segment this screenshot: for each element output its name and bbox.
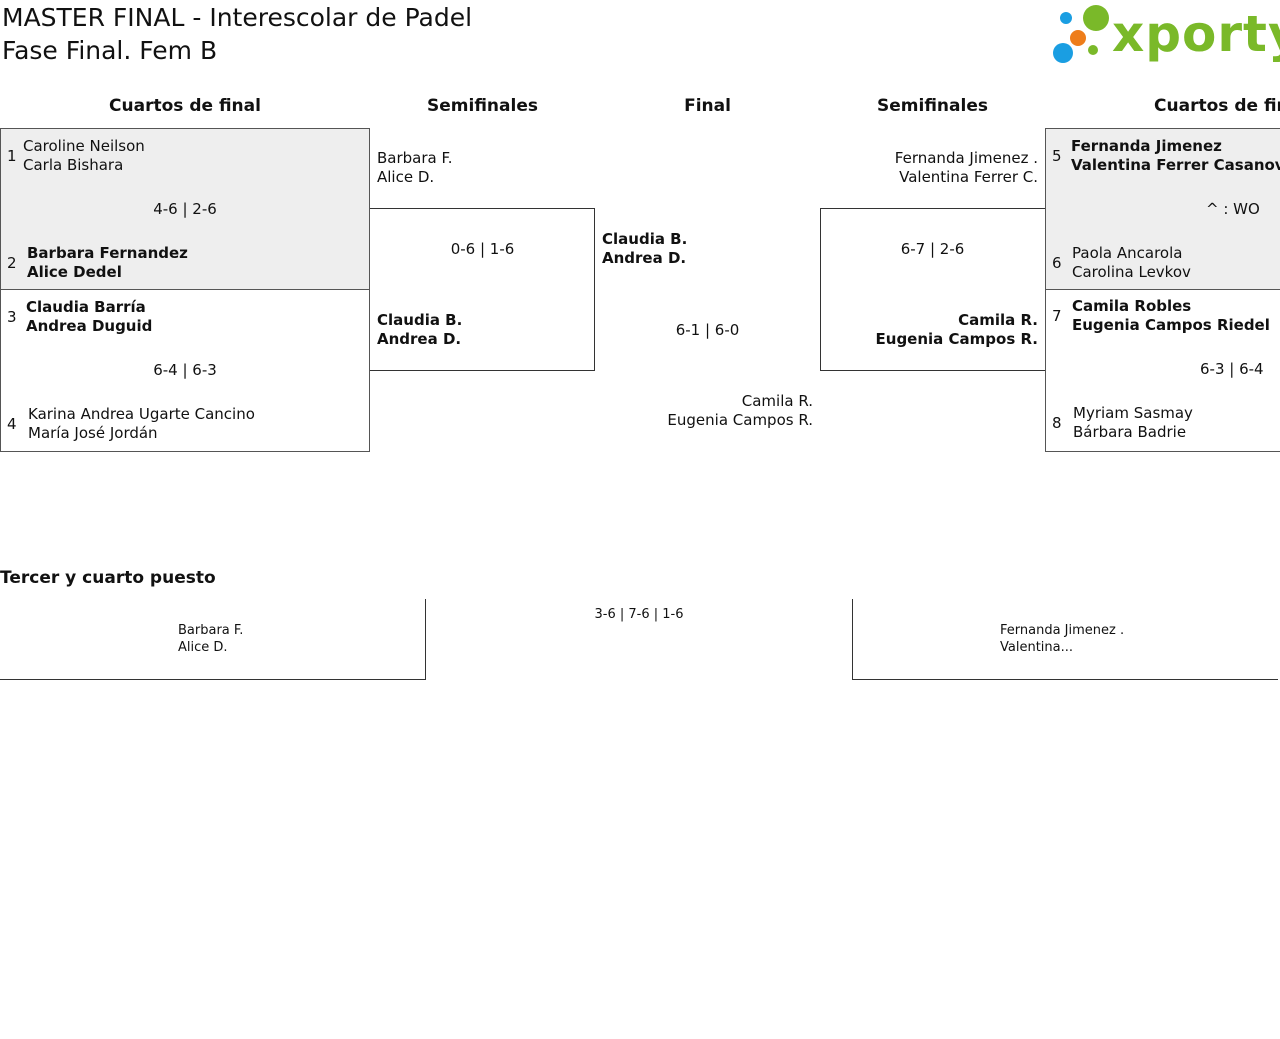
column-header-right-quarterfinals: Cuartos de final — [1154, 96, 1280, 116]
third-place-right-divider — [852, 599, 853, 680]
player-name: Alice D. — [178, 640, 228, 655]
match-left-qf-2[interactable]: 3 Claudia Barría Andrea Duguid 6-4 | 6-3… — [0, 289, 370, 452]
third-place-left-divider — [425, 599, 426, 680]
player-name: Andrea D. — [602, 249, 687, 267]
player-name: Carla Bishara — [23, 156, 124, 174]
player-name: Camila Robles — [1072, 297, 1192, 315]
player-name: Camila R. — [741, 392, 813, 410]
player-name: Paola Ancarola — [1072, 244, 1183, 262]
seed-number: 7 — [1052, 307, 1062, 325]
column-header-right-semifinals: Semifinales — [877, 96, 988, 116]
match-left-qf-1[interactable]: 1 Caroline Neilson Carla Bishara 4-6 | 2… — [0, 128, 370, 290]
seed-number: 1 — [7, 147, 17, 165]
player-name: Bárbara Badrie — [1073, 423, 1187, 441]
player-name: Valentina... — [1000, 640, 1074, 655]
left-sf-score: 0-6 | 1-6 — [450, 240, 515, 258]
player-name: Eugenia Campos R. — [875, 330, 1038, 348]
team-name-winner: Claudia Barría Andrea Duguid — [26, 298, 152, 336]
match-right-qf-2[interactable]: 7 Camila Robles Eugenia Campos Riedel 6-… — [1045, 289, 1280, 452]
player-name: Fernanda Jimenez — [1071, 137, 1222, 155]
player-name: Valentina Ferrer Casanova — [1071, 156, 1280, 174]
player-name: Fernanda Jimenez . — [894, 149, 1038, 167]
player-name: Claudia B. — [377, 311, 463, 329]
right-sf-score: 6-7 | 2-6 — [900, 240, 965, 258]
xporty-logo[interactable]: xporty — [1050, 2, 1280, 70]
third-place-team-left[interactable]: Barbara F. Alice D. — [178, 622, 243, 656]
seed-number: 8 — [1052, 414, 1062, 432]
player-name: Barbara F. — [178, 623, 244, 638]
seed-number: 3 — [7, 308, 17, 326]
player-name: Carolina Levkov — [1072, 263, 1191, 281]
match-score: 6-4 | 6-3 — [153, 361, 217, 379]
right-sf-team-bottom-winner[interactable]: Camila R. Eugenia Campos R. — [820, 311, 1038, 349]
team-name: Caroline Neilson Carla Bishara — [23, 137, 145, 175]
column-header-left-semifinals: Semifinales — [427, 96, 538, 116]
player-name: Valentina Ferrer C. — [899, 168, 1038, 186]
third-place-heading: Tercer y cuarto puesto — [0, 568, 216, 588]
seed-number: 4 — [7, 415, 17, 433]
player-name: Karina Andrea Ugarte Cancino — [28, 405, 255, 423]
xporty-logo-text: xporty — [1112, 5, 1280, 63]
team-name-winner: Fernanda Jimenez Valentina Ferrer Casano… — [1071, 137, 1280, 175]
page-title: MASTER FINAL - Interescolar de Padel — [2, 3, 473, 32]
player-name: Claudia Barría — [26, 298, 146, 316]
player-name: Andrea Duguid — [26, 317, 153, 335]
bracket-connector-right-sf — [820, 208, 1045, 371]
seed-number: 2 — [7, 254, 17, 272]
team-name: Myriam Sasmay Bárbara Badrie — [1073, 404, 1193, 442]
bracket-connector-left-sf — [370, 208, 595, 371]
seed-number: 5 — [1052, 147, 1062, 165]
team-name-winner: Barbara Fernandez Alice Dedel — [27, 244, 188, 282]
player-name: Barbara F. — [377, 149, 453, 167]
player-name: Eugenia Campos R. — [667, 411, 813, 429]
third-place-team-right[interactable]: Fernanda Jimenez . Valentina... — [1000, 622, 1124, 656]
player-name: Fernanda Jimenez . — [1000, 623, 1125, 638]
team-name-winner: Camila Robles Eugenia Campos Riedel — [1072, 297, 1270, 335]
team-name: Paola Ancarola Carolina Levkov — [1072, 244, 1191, 282]
final-team-top-winner[interactable]: Claudia B. Andrea D. — [602, 230, 687, 268]
player-name: Camila R. — [958, 311, 1038, 329]
player-name: Claudia B. — [602, 230, 688, 248]
right-sf-team-top[interactable]: Fernanda Jimenez . Valentina Ferrer C. — [820, 149, 1038, 187]
player-name: Alice D. — [377, 168, 435, 186]
player-name: María José Jordán — [28, 424, 158, 442]
player-name: Barbara Fernandez — [27, 244, 188, 262]
player-name: Alice Dedel — [27, 263, 122, 281]
player-name: Myriam Sasmay — [1073, 404, 1193, 422]
player-name: Eugenia Campos Riedel — [1072, 316, 1270, 334]
match-score: 4-6 | 2-6 — [153, 200, 217, 218]
xporty-logo-graphic — [1053, 5, 1109, 63]
page-subtitle: Fase Final. Fem B — [2, 36, 218, 65]
third-place-left-line — [0, 679, 426, 680]
match-score: 6-3 | 6-4 — [1200, 360, 1264, 378]
player-name: Andrea D. — [377, 330, 462, 348]
left-sf-team-bottom-winner[interactable]: Claudia B. Andrea D. — [377, 311, 462, 349]
match-score: ^ : WO — [1206, 200, 1260, 218]
final-team-bottom[interactable]: Camila R. Eugenia Campos R. — [595, 392, 813, 430]
third-place-right-line — [852, 679, 1278, 680]
column-header-final: Final — [684, 96, 731, 116]
left-sf-team-top[interactable]: Barbara F. Alice D. — [377, 149, 452, 187]
third-place-score: 3-6 | 7-6 | 1-6 — [594, 607, 684, 622]
column-header-left-quarterfinals: Cuartos de final — [109, 96, 261, 116]
player-name: Caroline Neilson — [23, 137, 145, 155]
seed-number: 6 — [1052, 254, 1062, 272]
team-name: Karina Andrea Ugarte Cancino María José … — [28, 405, 255, 443]
match-right-qf-1[interactable]: 5 Fernanda Jimenez Valentina Ferrer Casa… — [1045, 128, 1280, 290]
final-score: 6-1 | 6-0 — [675, 321, 740, 339]
